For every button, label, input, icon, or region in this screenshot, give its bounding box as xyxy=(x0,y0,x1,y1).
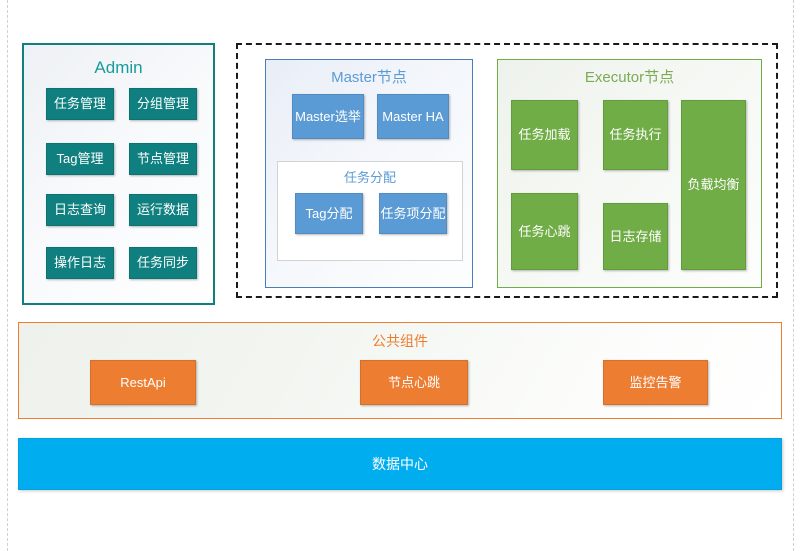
master-node-panel-title: Master节点 xyxy=(331,69,407,86)
executor-node-log-storage[interactable]: 日志存储 xyxy=(603,203,668,270)
admin-node-tag-management[interactable]: Tag管理 xyxy=(46,143,114,175)
task-allocation-panel-title: 任务分配 xyxy=(343,170,396,185)
executor-node-task-load[interactable]: 任务加载 xyxy=(511,100,578,170)
page-guide-right xyxy=(793,0,794,551)
executor-node-task-execute[interactable]: 任务执行 xyxy=(603,100,668,170)
admin-node-node-management[interactable]: 节点管理 xyxy=(129,143,197,175)
admin-panel-title: Admin xyxy=(94,58,143,77)
allocation-node-task-item[interactable]: 任务项分配 xyxy=(379,193,447,234)
master-node-ha[interactable]: Master HA xyxy=(377,94,449,139)
page-guide-left xyxy=(7,0,8,551)
common-components-panel-title: 公共组件 xyxy=(372,333,428,349)
executor-node-panel-title: Executor节点 xyxy=(584,69,675,86)
allocation-node-tag[interactable]: Tag分配 xyxy=(295,193,363,234)
common-components-panel: 公共组件 RestApi 节点心跳 监控告警 xyxy=(18,322,782,419)
admin-node-group-management[interactable]: 分组管理 xyxy=(129,88,197,120)
task-allocation-panel: 任务分配 Tag分配 任务项分配 xyxy=(277,161,463,261)
data-center-bar[interactable]: 数据中心 xyxy=(18,438,782,490)
admin-node-operation-log[interactable]: 操作日志 xyxy=(46,247,114,279)
common-node-node-heartbeat[interactable]: 节点心跳 xyxy=(360,360,468,405)
executor-node-load-balance[interactable]: 负载均衡 xyxy=(681,100,746,270)
admin-node-runtime-data[interactable]: 运行数据 xyxy=(129,194,197,226)
admin-node-log-query[interactable]: 日志查询 xyxy=(46,194,114,226)
common-node-restapi[interactable]: RestApi xyxy=(90,360,196,405)
admin-node-task-sync[interactable]: 任务同步 xyxy=(129,247,197,279)
admin-node-task-management[interactable]: 任务管理 xyxy=(46,88,114,120)
executor-node-task-heartbeat[interactable]: 任务心跳 xyxy=(511,193,578,270)
executor-node-panel: Executor节点 任务加载 任务执行 负载均衡 任务心跳 日志存储 xyxy=(497,59,762,288)
common-node-monitor-alert[interactable]: 监控告警 xyxy=(603,360,708,405)
scheduler-cluster-boundary xyxy=(236,43,778,298)
master-node-election[interactable]: Master选举 xyxy=(292,94,364,139)
admin-panel: Admin 任务管理 分组管理 Tag管理 节点管理 日志查询 运行数据 操作日… xyxy=(22,43,215,305)
